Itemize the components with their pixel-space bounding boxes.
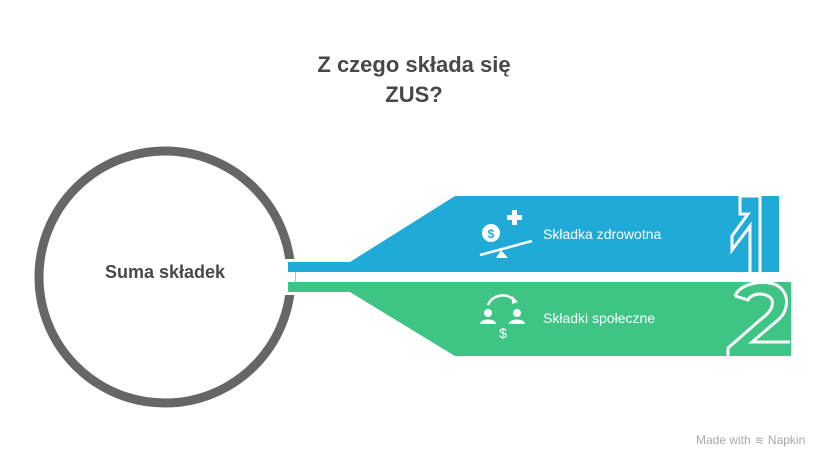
svg-text:$: $ <box>488 227 495 241</box>
title-line-1: Z czego składa się <box>317 52 511 77</box>
item-2-band <box>288 281 791 356</box>
napkin-logo-icon: ≋ <box>754 434 764 447</box>
people-exchange-dollar-icon: $ <box>480 294 525 341</box>
napkin-watermark[interactable]: Made with ≋ Napkin <box>696 433 805 447</box>
item-1-label: Składka zdrowotna <box>543 226 662 242</box>
svg-text:$: $ <box>499 325 507 341</box>
diagram-title: Z czego składa się ZUS? <box>0 50 828 110</box>
title-line-2: ZUS? <box>385 82 443 107</box>
item-2-label: Składki społeczne <box>543 310 656 326</box>
item-1-band <box>288 194 779 272</box>
money-scale-plus-icon: $ <box>479 210 533 258</box>
number-2 <box>726 281 790 356</box>
watermark-brand: Napkin <box>767 433 806 447</box>
center-label: Suma składek <box>104 262 226 282</box>
number-1 <box>730 194 762 272</box>
watermark-text: Made with <box>696 433 751 447</box>
